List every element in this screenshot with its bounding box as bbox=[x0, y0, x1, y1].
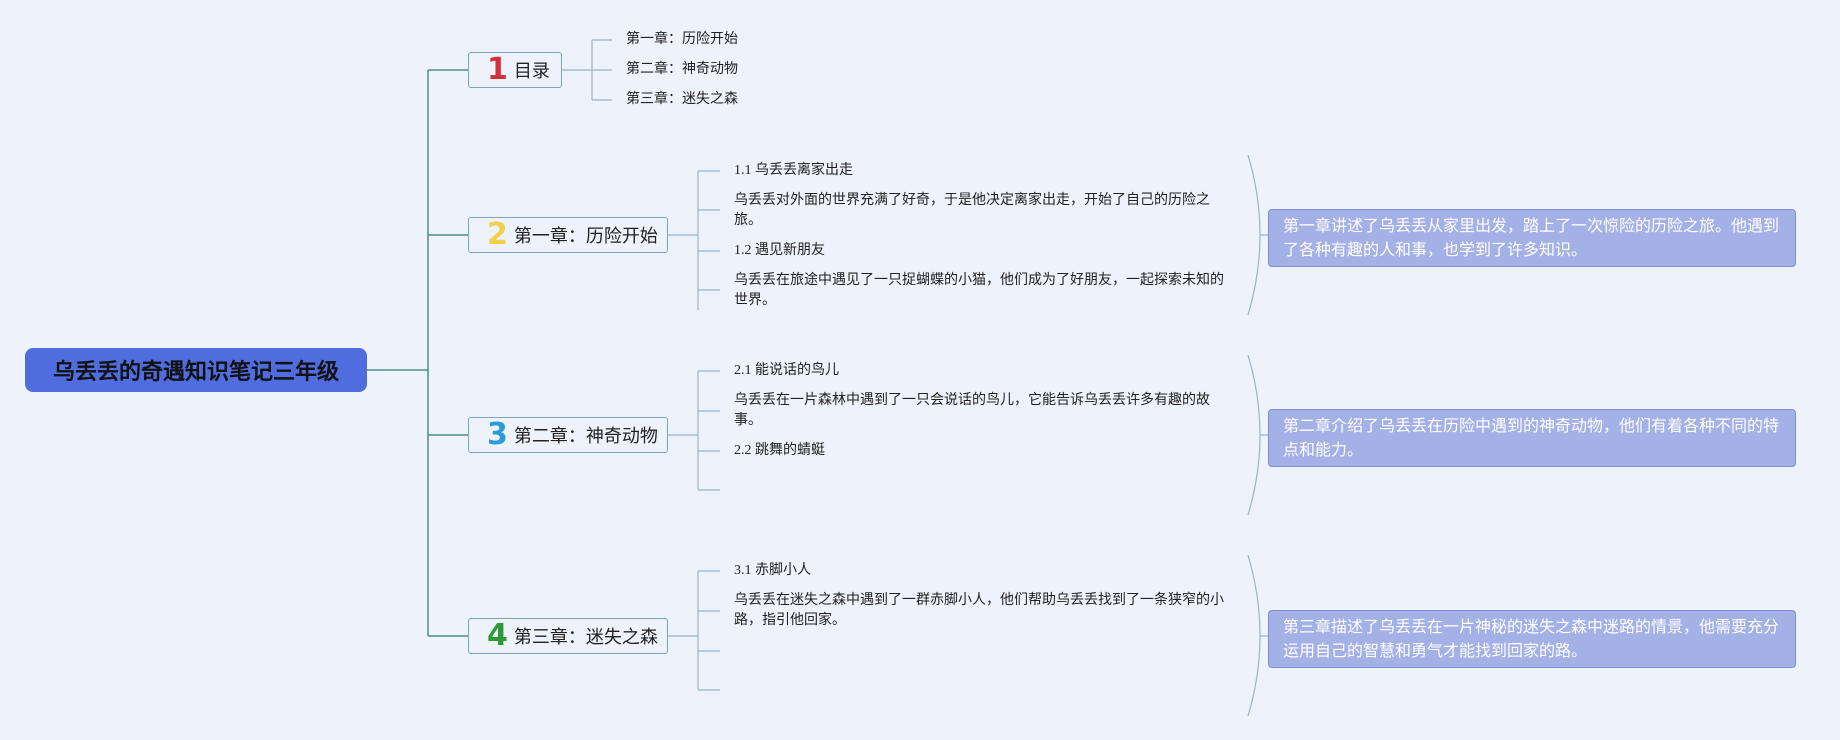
toc-item-3[interactable]: 第三章：迷失之森 bbox=[626, 92, 738, 107]
ch2-section-1-text[interactable]: 乌丢丢在一片森林中遇到了一只会说话的鸟儿，它能告诉乌丢丢许多有趣的故事。 bbox=[734, 393, 1210, 428]
toc-item-2[interactable]: 第二章：神奇动物 bbox=[626, 62, 738, 77]
branch-number-1: 1 bbox=[487, 52, 508, 87]
ch1-summary-brace bbox=[1247, 154, 1261, 316]
ch3-ticks bbox=[698, 570, 720, 691]
ch3-section-1-title[interactable]: 3.1 赤脚小人 bbox=[734, 563, 811, 578]
root-topic[interactable]: 乌丢丢的奇遇知识笔记三年级 bbox=[25, 348, 367, 392]
branch-label-chapter-1: 第一章：历险开始 bbox=[513, 226, 658, 247]
ch1-section-2-title[interactable]: 1.2 遇见新朋友 bbox=[734, 243, 825, 258]
ch1-section-2-text[interactable]: 乌丢丢在旅途中遇见了一只捉蝴蝶的小猫，他们成为了好朋友，一起探索未知的世界。 bbox=[734, 273, 1224, 308]
branch-number-2: 2 bbox=[487, 217, 508, 252]
branch-toc[interactable]: 1 目录 bbox=[468, 52, 562, 88]
toc-ticks bbox=[592, 39, 612, 101]
branch-label-toc: 目录 bbox=[513, 61, 550, 82]
ch1-section-1-text[interactable]: 乌丢丢对外面的世界充满了好奇，于是他决定离家出走，开始了自己的历险之旅。 bbox=[734, 193, 1210, 228]
branch-chapter-2[interactable]: 3 第二章：神奇动物 bbox=[468, 417, 668, 453]
branch-chapter-3[interactable]: 4 第三章：迷失之森 bbox=[468, 618, 668, 654]
ch2-ticks bbox=[698, 370, 720, 491]
ch1-section-1-title[interactable]: 1.1 乌丢丢离家出走 bbox=[734, 163, 853, 178]
branch-number-4: 4 bbox=[487, 618, 508, 653]
ch3-summary-text: 第三章描述了乌丢丢在一片神秘的迷失之森中迷路的情景，他需要充分运用自己的智慧和勇… bbox=[1283, 617, 1780, 660]
brace-ticks bbox=[1260, 234, 1268, 637]
ch3-summary-brace bbox=[1247, 554, 1261, 717]
branch-number-3: 3 bbox=[487, 417, 508, 452]
ch2-section-1-title[interactable]: 2.1 能说话的鸟儿 bbox=[734, 363, 839, 378]
ch2-section-2-title[interactable]: 2.2 跳舞的蜻蜓 bbox=[734, 443, 825, 458]
ch1-summary[interactable]: 第一章讲述了乌丢丢从家里出发，踏上了一次惊险的历险之旅。他遇到了各种有趣的人和事… bbox=[1268, 209, 1796, 267]
branch-label-chapter-2: 第二章：神奇动物 bbox=[513, 426, 658, 447]
ch2-summary-text: 第二章介绍了乌丢丢在历险中遇到的神奇动物，他们有着各种不同的特点和能力。 bbox=[1283, 416, 1780, 459]
branch-label-chapter-3: 第三章：迷失之森 bbox=[513, 627, 658, 648]
toc-item-1[interactable]: 第一章：历险开始 bbox=[626, 32, 738, 47]
ch1-summary-text: 第一章讲述了乌丢丢从家里出发，踏上了一次惊险的历险之旅。他遇到了各种有趣的人和事… bbox=[1283, 216, 1780, 259]
branch-chapter-1[interactable]: 2 第一章：历险开始 bbox=[468, 217, 668, 253]
ch2-summary-brace bbox=[1247, 354, 1261, 516]
ch2-summary[interactable]: 第二章介绍了乌丢丢在历险中遇到的神奇动物，他们有着各种不同的特点和能力。 bbox=[1268, 409, 1796, 467]
ch1-ticks bbox=[698, 170, 720, 291]
ch3-section-1-text[interactable]: 乌丢丢在迷失之森中遇到了一群赤脚小人，他们帮助乌丢丢找到了一条狭窄的小路，指引他… bbox=[734, 593, 1224, 628]
root-title: 乌丢丢的奇遇知识笔记三年级 bbox=[52, 360, 339, 385]
ch3-summary[interactable]: 第三章描述了乌丢丢在一片神秘的迷失之森中迷路的情景，他需要充分运用自己的智慧和勇… bbox=[1268, 610, 1796, 668]
